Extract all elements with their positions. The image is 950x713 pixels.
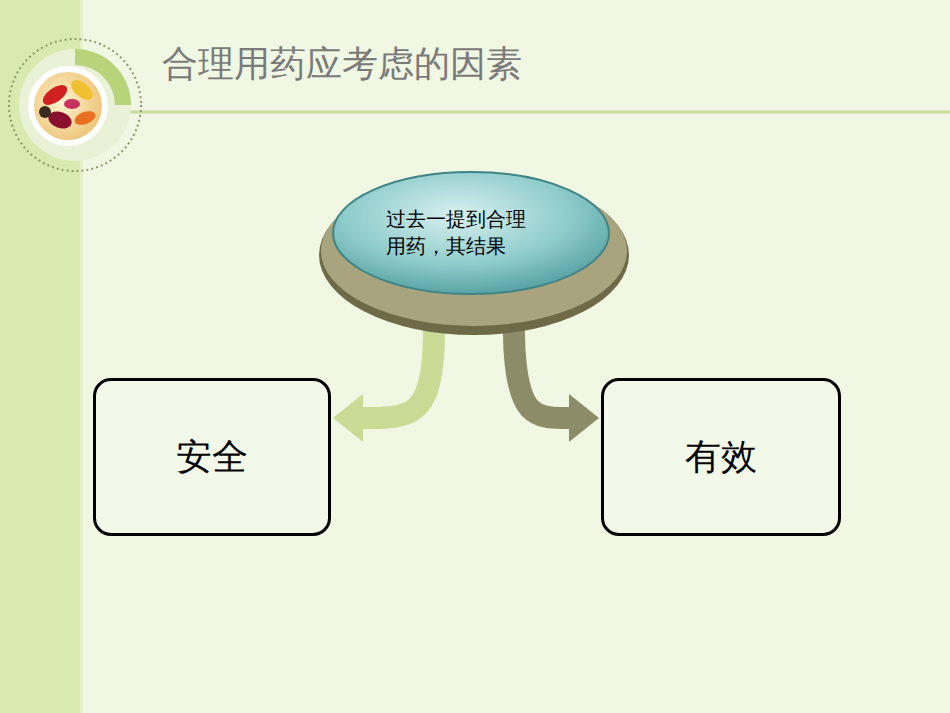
node-text: 过去一提到合理用药，其结果 (386, 206, 528, 260)
title-rule (120, 111, 950, 114)
topic-disc: 过去一提到合理用药，其结果 (318, 170, 630, 336)
slide-title: 合理用药应考虑的因素 (162, 40, 522, 89)
node-text: 安全 (176, 433, 248, 482)
node-text: 有效 (685, 433, 757, 482)
result-box: 有效 (601, 378, 841, 536)
pill-icon (9, 39, 141, 171)
result-box: 安全 (93, 378, 331, 536)
flow-arrow (514, 329, 569, 418)
flow-arrow (363, 329, 434, 418)
